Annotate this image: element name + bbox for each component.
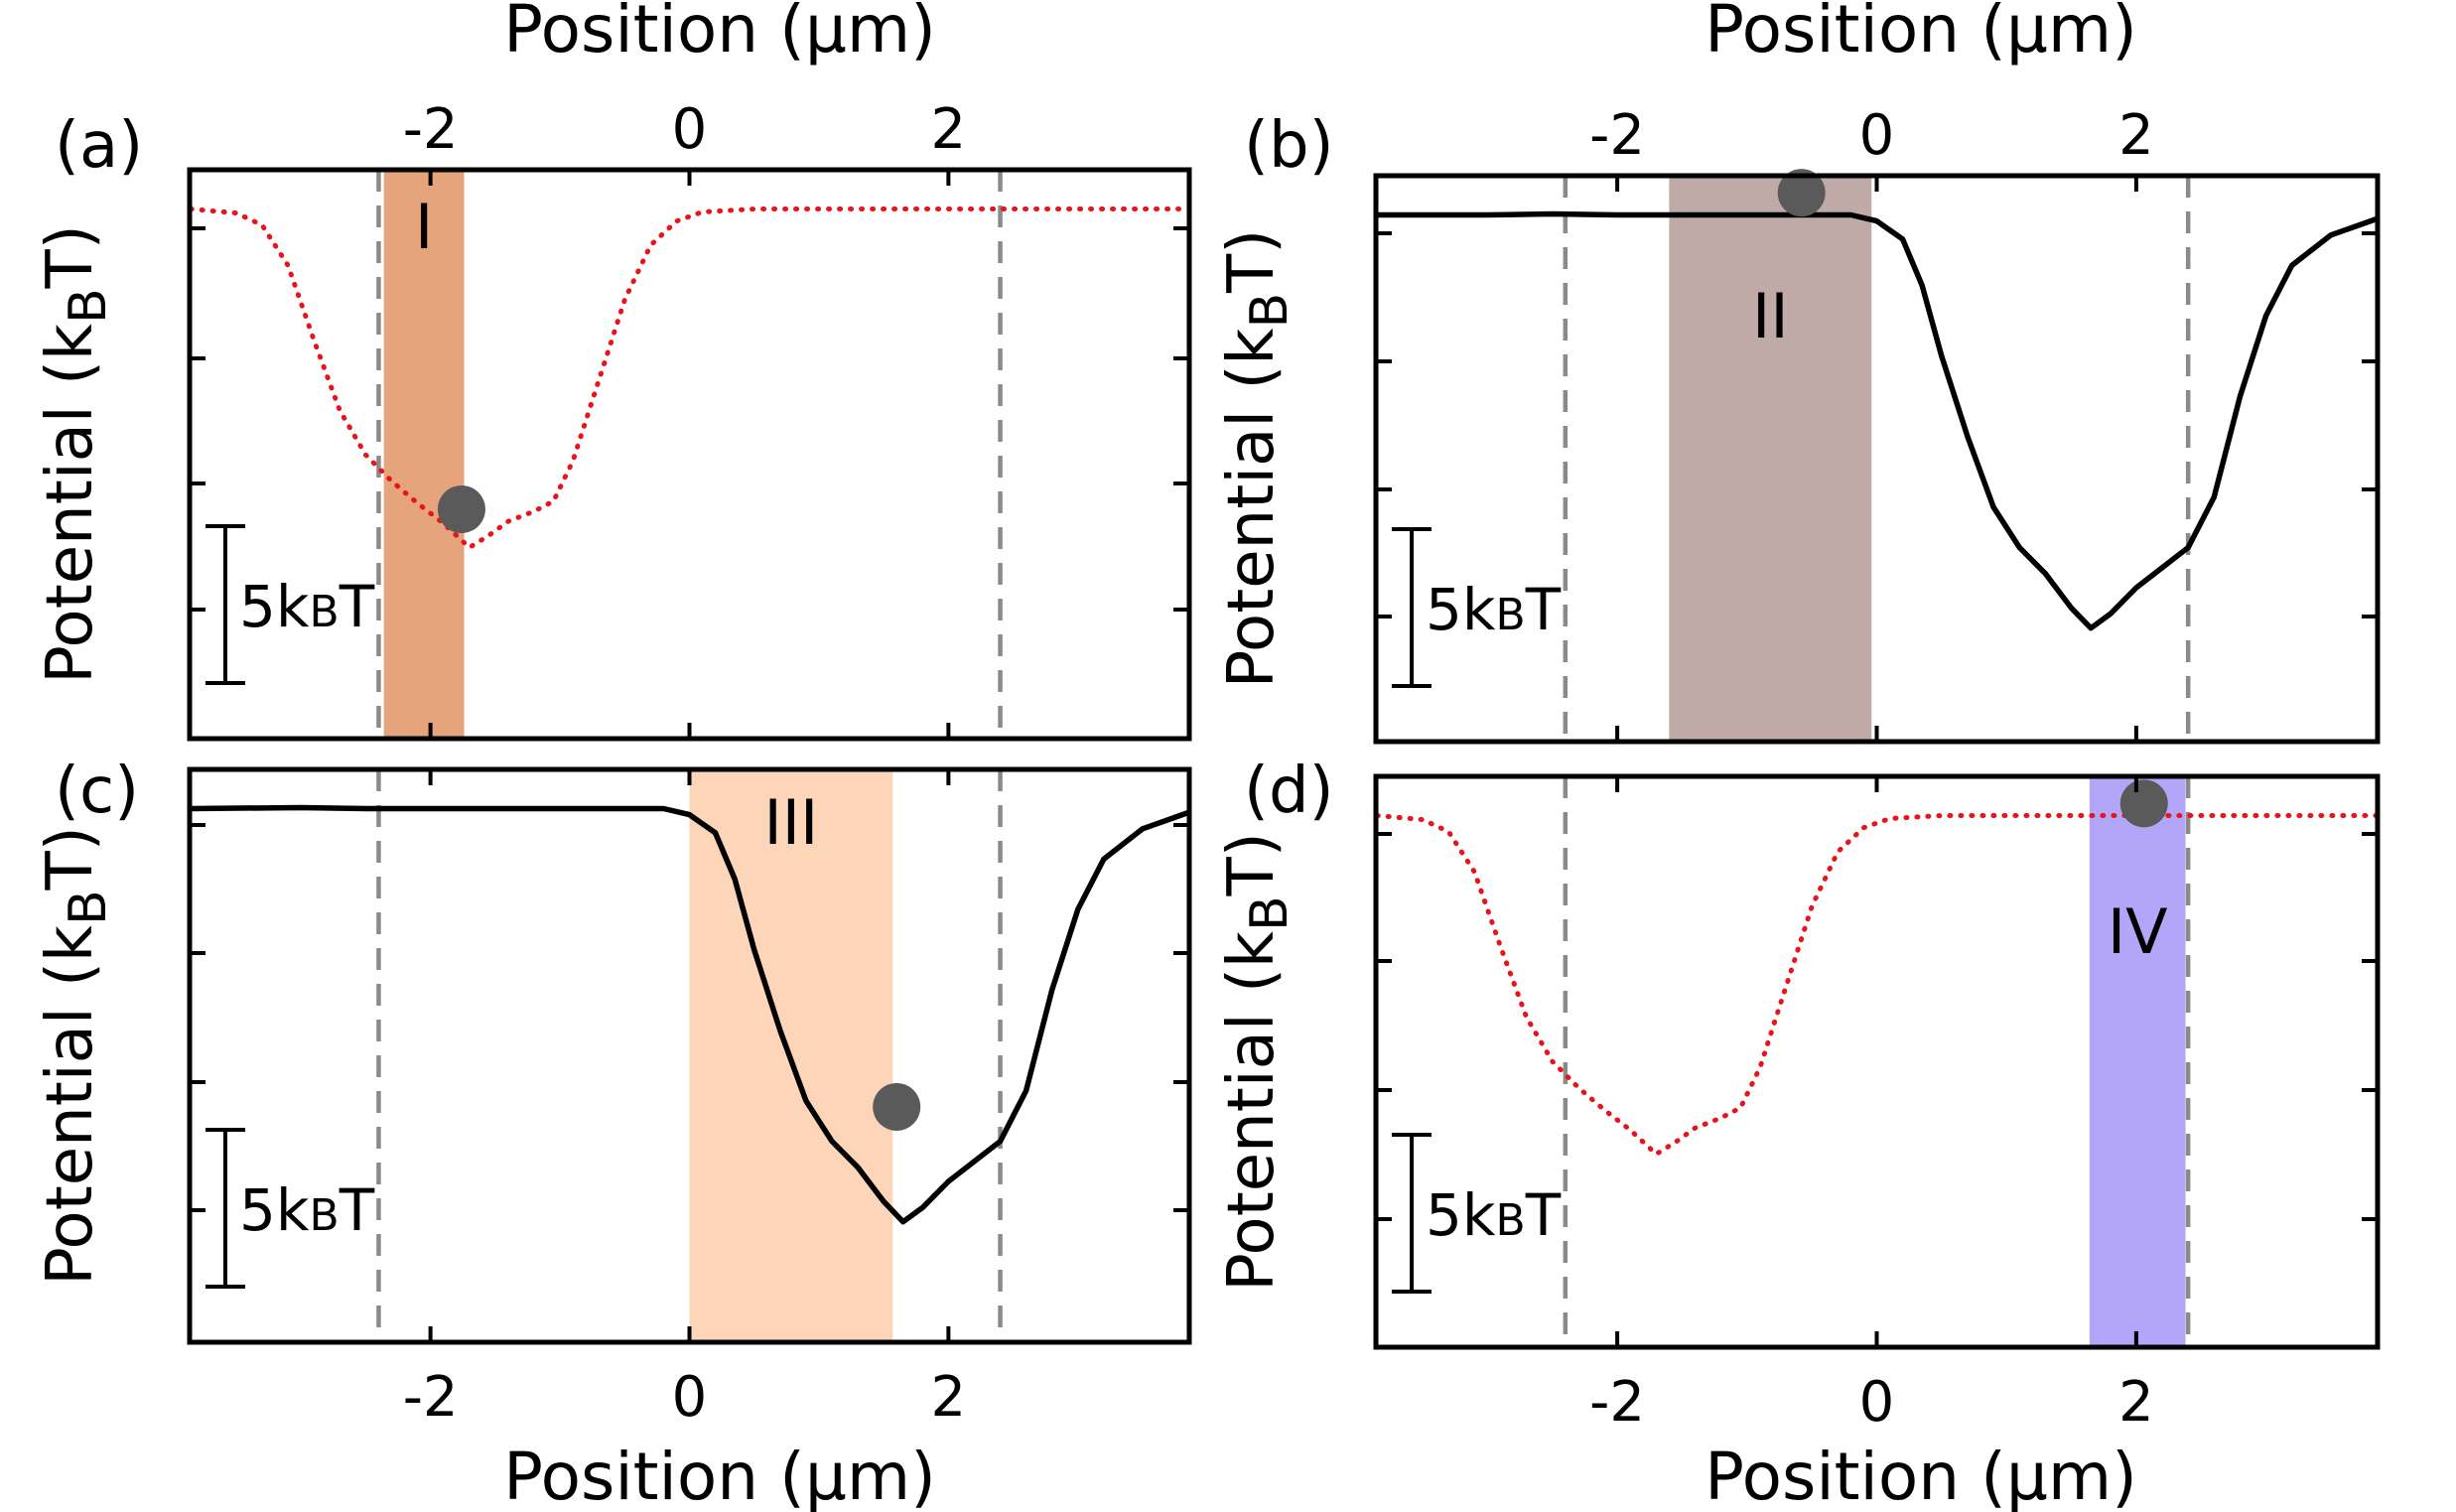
panel-label: (a) bbox=[55, 109, 143, 183]
x-tick-label: 2 bbox=[931, 1365, 967, 1430]
series-curve bbox=[1376, 210, 2378, 631]
x-tick-label: -2 bbox=[403, 1365, 459, 1430]
x-tick-label: 2 bbox=[2118, 1370, 2154, 1435]
particle-marker bbox=[873, 1082, 921, 1131]
region-label-III: III bbox=[763, 786, 818, 859]
plot-frame bbox=[187, 167, 1192, 742]
scale-end: T bbox=[339, 573, 375, 640]
y-title-end: T) bbox=[1215, 832, 1289, 896]
x-tick-label: 0 bbox=[1859, 103, 1895, 168]
scale-text: 5k bbox=[1426, 1181, 1496, 1249]
scale-sub: B bbox=[310, 587, 340, 637]
y-axis-title: Potential (kBT) bbox=[34, 224, 118, 684]
scale-end: T bbox=[1525, 576, 1562, 643]
x-axis-title: Position (μm) bbox=[1705, 1439, 2137, 1512]
scale-text: 5k bbox=[239, 573, 310, 640]
y-title-text: Potential (k bbox=[34, 324, 107, 684]
region-IV bbox=[2089, 776, 2186, 1347]
y-title-text: Potential (k bbox=[1215, 329, 1289, 689]
y-title-end: T) bbox=[34, 826, 107, 891]
scale-end: T bbox=[1525, 1181, 1562, 1249]
x-axis-title: Position (μm) bbox=[503, 0, 936, 68]
panel-label: (d) bbox=[1244, 755, 1334, 828]
region-label-IV: IV bbox=[2108, 895, 2168, 968]
y-axis-title: Potential (kBT) bbox=[1215, 832, 1299, 1292]
y-title-end: T) bbox=[1215, 229, 1289, 294]
particle-marker bbox=[437, 484, 485, 533]
scale-bar-label: 5kBT bbox=[1426, 1181, 1562, 1249]
scale-sub: B bbox=[310, 1190, 340, 1241]
series-curve bbox=[190, 206, 1189, 550]
particle-marker bbox=[2119, 779, 2168, 828]
x-tick-label: 0 bbox=[672, 97, 708, 162]
y-title-sub: B bbox=[1240, 895, 1299, 931]
scale-bar-label: 5kBT bbox=[239, 573, 375, 640]
x-tick-label: -2 bbox=[1589, 103, 1645, 168]
panel-label: (c) bbox=[55, 755, 139, 828]
x-tick-label: 0 bbox=[672, 1365, 708, 1430]
scale-end: T bbox=[339, 1176, 375, 1244]
x-axis-title: Position (μm) bbox=[1705, 0, 2137, 68]
series-curve bbox=[190, 804, 1189, 1225]
y-title-sub: B bbox=[59, 890, 118, 925]
panel-label: (b) bbox=[1244, 109, 1334, 183]
plot-frame bbox=[1373, 173, 2381, 745]
x-tick-label: 0 bbox=[1859, 1370, 1895, 1435]
plot-frame bbox=[1373, 773, 2381, 1350]
region-I bbox=[383, 170, 465, 739]
region-label-I: I bbox=[415, 191, 433, 263]
scale-sub: B bbox=[1496, 1195, 1526, 1246]
region-II bbox=[1669, 176, 1872, 742]
x-tick-label: 2 bbox=[2118, 103, 2154, 168]
y-axis-title: Potential (kBT) bbox=[1215, 229, 1299, 689]
scale-text: 5k bbox=[239, 1176, 310, 1244]
y-axis-title: Potential (kBT) bbox=[34, 826, 118, 1286]
scale-text: 5k bbox=[1426, 576, 1496, 643]
particle-marker bbox=[1777, 169, 1826, 217]
x-tick-label: -2 bbox=[403, 97, 459, 162]
y-title-text: Potential (k bbox=[34, 925, 107, 1286]
x-tick-label: 2 bbox=[931, 97, 967, 162]
scale-bar-label: 5kBT bbox=[1426, 576, 1562, 643]
region-label-II: II bbox=[1752, 280, 1789, 352]
series-curve bbox=[1376, 813, 2378, 1157]
scale-sub: B bbox=[1496, 590, 1526, 640]
y-title-sub: B bbox=[1240, 293, 1299, 329]
x-tick-label: -2 bbox=[1589, 1370, 1645, 1435]
y-title-text: Potential (k bbox=[1215, 931, 1289, 1292]
x-axis-title: Position (μm) bbox=[503, 1439, 936, 1512]
scale-bar-label: 5kBT bbox=[239, 1176, 375, 1244]
y-title-sub: B bbox=[59, 288, 118, 324]
y-title-end: T) bbox=[34, 224, 107, 289]
